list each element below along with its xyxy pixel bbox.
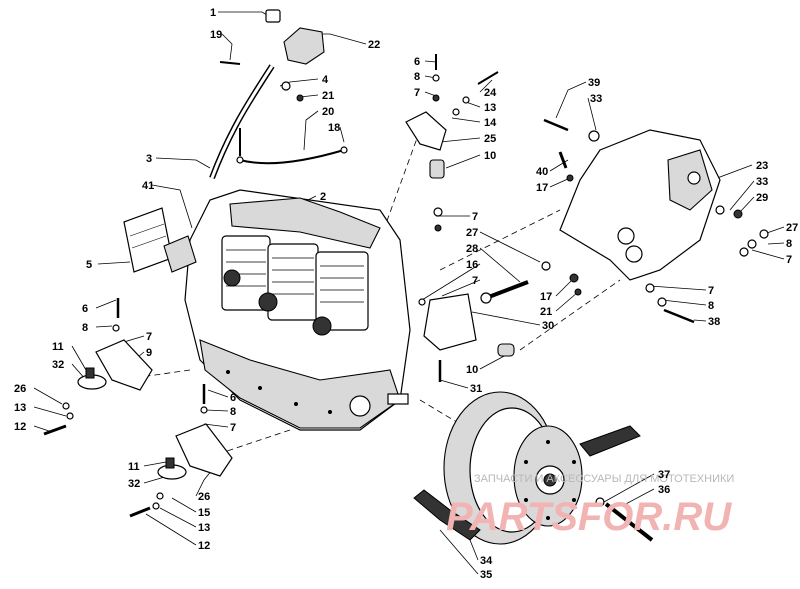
leader-lines <box>33 11 785 575</box>
callout-11b: 11 <box>128 461 140 473</box>
callout-12: 12 <box>14 421 26 433</box>
callout-3: 3 <box>146 153 152 165</box>
watermark: ЗАПЧАСТИ И АКСЕССУАРЫ ДЛЯ МОТОТЕХНИКИ PA… <box>446 473 734 539</box>
drive-clutch-part-34 <box>443 391 583 545</box>
spark-plug-cable-assembly <box>209 9 348 180</box>
callout-10: 10 <box>484 150 496 162</box>
callout-27: 27 <box>786 222 798 234</box>
drive-belt-part-35 <box>413 425 641 541</box>
left-mount-assembly <box>43 298 233 518</box>
callout-7f: 7 <box>146 331 152 343</box>
callout-17: 17 <box>536 182 548 194</box>
callout-13b: 13 <box>14 402 26 414</box>
alignment-lines <box>119 129 621 461</box>
callout-8d: 8 <box>82 322 88 334</box>
callout-7c: 7 <box>472 211 478 223</box>
callout-41: 41 <box>142 180 154 192</box>
callout-33b: 33 <box>756 176 768 188</box>
callout-2: 2 <box>320 191 326 203</box>
bolt-part-19 <box>219 61 241 65</box>
callout-26: 26 <box>14 383 26 395</box>
watermark-text: ЗАПЧАСТИ И АКСЕССУАРЫ ДЛЯ МОТОТЕХНИКИ <box>474 473 734 485</box>
callout-6b: 6 <box>82 303 88 315</box>
callout-8c: 8 <box>708 300 714 312</box>
callout-5: 5 <box>86 259 92 271</box>
label-part-41 <box>163 235 197 273</box>
callout-8e: 8 <box>230 406 236 418</box>
callout-31: 31 <box>470 383 482 395</box>
callout-6: 6 <box>414 56 420 68</box>
callout-1: 1 <box>210 7 216 19</box>
front-mount-hardware <box>418 261 695 382</box>
callout-4: 4 <box>322 74 329 86</box>
callout-7b: 7 <box>786 254 792 266</box>
callout-13c: 13 <box>198 522 210 534</box>
callout-23: 23 <box>756 160 768 172</box>
rear-mount-bracket-part-23 <box>543 118 769 281</box>
callout-20: 20 <box>322 106 334 118</box>
upper-engine-mount <box>405 54 499 232</box>
callout-32b: 32 <box>128 478 140 490</box>
callout-19: 19 <box>210 29 222 41</box>
watermark-logo: PARTSFOR.RU <box>446 495 732 539</box>
callout-14: 14 <box>484 117 497 129</box>
callout-8b: 8 <box>786 238 792 250</box>
callout-32: 32 <box>52 359 64 371</box>
ground-strap-part-20 <box>239 149 345 165</box>
callout-36: 36 <box>658 484 670 496</box>
bracket-part-9 <box>95 339 153 391</box>
callout-22: 22 <box>368 39 380 51</box>
rubber-mount-part-10 <box>429 159 445 179</box>
callout-17b: 17 <box>540 291 552 303</box>
cap-part-1 <box>265 9 281 23</box>
decal-part-5 <box>123 207 173 273</box>
washer-part-4 <box>281 81 291 91</box>
clutch-bolt-part-36 <box>595 497 654 542</box>
nut-part-21 <box>296 94 304 102</box>
ring-part-18 <box>340 146 348 154</box>
callout-27b: 27 <box>466 227 478 239</box>
callout-28: 28 <box>466 243 478 255</box>
callout-7d: 7 <box>472 275 478 287</box>
washer-part-37 <box>595 497 605 507</box>
callout-18: 18 <box>328 122 340 134</box>
callout-34: 34 <box>480 555 493 567</box>
callout-33: 33 <box>590 93 602 105</box>
callout-40: 40 <box>536 166 548 178</box>
callout-15: 15 <box>198 507 210 519</box>
callout-13: 13 <box>484 102 496 114</box>
bracket-part-30 <box>423 293 477 351</box>
callout-29: 29 <box>756 192 768 204</box>
callout-6c: 6 <box>230 392 236 404</box>
callout-35: 35 <box>480 569 492 581</box>
callout-25: 25 <box>484 133 496 145</box>
callout-21b: 21 <box>540 306 552 318</box>
callout-12b: 12 <box>198 540 210 552</box>
callout-7e: 7 <box>708 285 714 297</box>
callout-7g: 7 <box>230 422 236 434</box>
coil-part-22 <box>283 27 325 65</box>
callout-16: 16 <box>466 259 478 271</box>
callout-21: 21 <box>322 90 334 102</box>
callout-7: 7 <box>414 87 420 99</box>
callout-38: 38 <box>708 316 720 328</box>
callout-labels: 1 19 22 4 21 20 18 3 41 2 5 6 8 7 24 13 … <box>14 7 798 581</box>
callout-26b: 26 <box>198 491 210 503</box>
engine-block-part-2 <box>184 189 411 431</box>
callout-30: 30 <box>542 320 554 332</box>
callout-39: 39 <box>588 77 600 89</box>
callout-24: 24 <box>484 87 497 99</box>
callout-37: 37 <box>658 469 670 481</box>
bracket-part-15 <box>175 423 233 477</box>
callout-9: 9 <box>146 347 152 359</box>
callout-10b: 10 <box>466 364 478 376</box>
bracket-part-25 <box>405 111 447 151</box>
callout-11: 11 <box>52 341 64 353</box>
callout-8: 8 <box>414 71 420 83</box>
